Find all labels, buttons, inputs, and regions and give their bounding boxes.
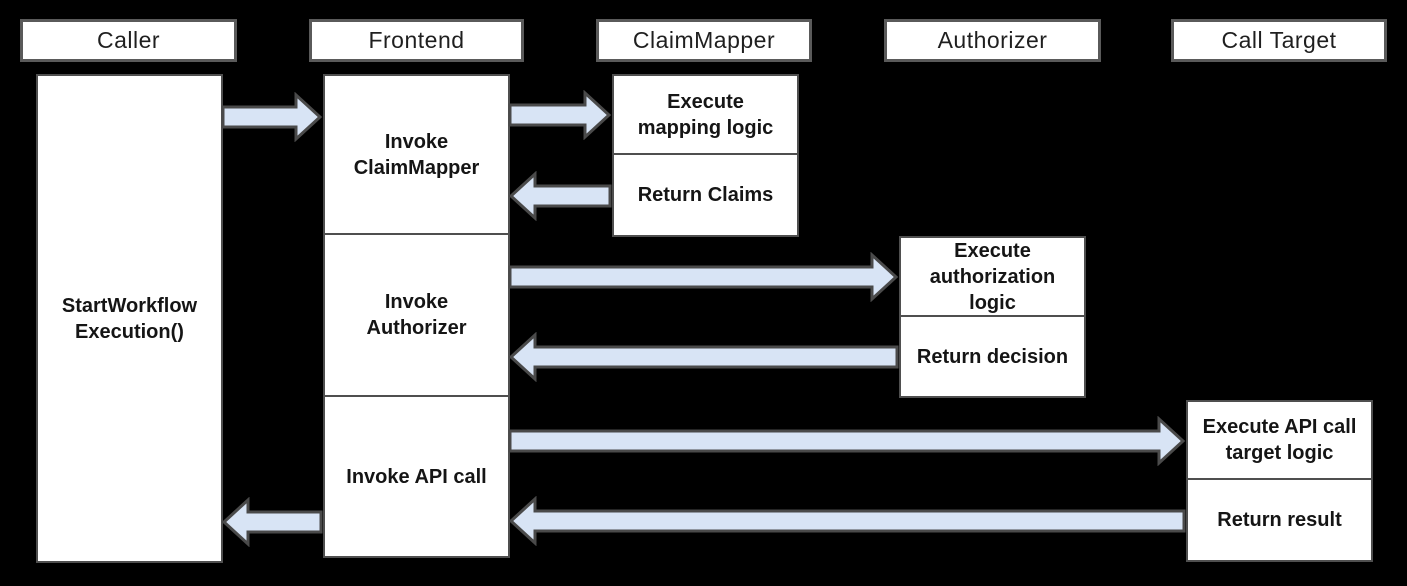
arrow-frontend-to-claimmapper (508, 90, 612, 140)
step-invoke-api-call: Invoke API call (323, 395, 510, 558)
lane-header-frontend: Frontend (309, 19, 524, 62)
arrow-frontend-to-authorizer (508, 252, 899, 302)
arrow-frontend-to-call-target (508, 416, 1186, 466)
lane-header-authorizer: Authorizer (884, 19, 1101, 62)
step-invoke-authorizer: Invoke Authorizer (323, 233, 510, 397)
lane-header-claimmapper: ClaimMapper (596, 19, 812, 62)
arrow-frontend-to-caller (221, 497, 323, 547)
activation-startworkflow-execution: StartWorkflow Execution() (36, 74, 223, 563)
step-execute-authorization-logic: Execute authorization logic (899, 236, 1086, 317)
step-return-result: Return result (1186, 478, 1373, 562)
arrow-authorizer-to-frontend (508, 332, 899, 382)
step-return-decision: Return decision (899, 315, 1086, 398)
step-invoke-claimmapper: Invoke ClaimMapper (323, 74, 510, 235)
arrow-claimmapper-to-frontend (508, 171, 612, 221)
step-execute-mapping-logic: Execute mapping logic (612, 74, 799, 155)
lane-header-call-target: Call Target (1171, 19, 1387, 62)
lane-header-caller: Caller (20, 19, 237, 62)
arrow-caller-to-frontend (221, 92, 323, 142)
arrow-call-target-to-frontend (508, 496, 1186, 546)
step-execute-api-call-target-logic: Execute API call target logic (1186, 400, 1373, 480)
step-return-claims: Return Claims (612, 153, 799, 237)
